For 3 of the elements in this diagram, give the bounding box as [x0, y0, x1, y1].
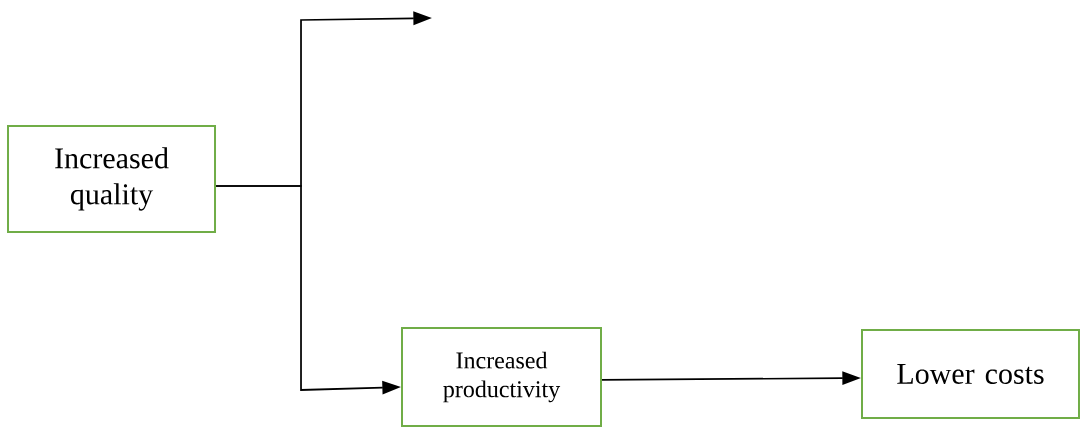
text-box: Lower costs [861, 329, 1080, 419]
text-box: Increased productivity [401, 327, 602, 427]
text-box: Increased quality [7, 125, 216, 233]
